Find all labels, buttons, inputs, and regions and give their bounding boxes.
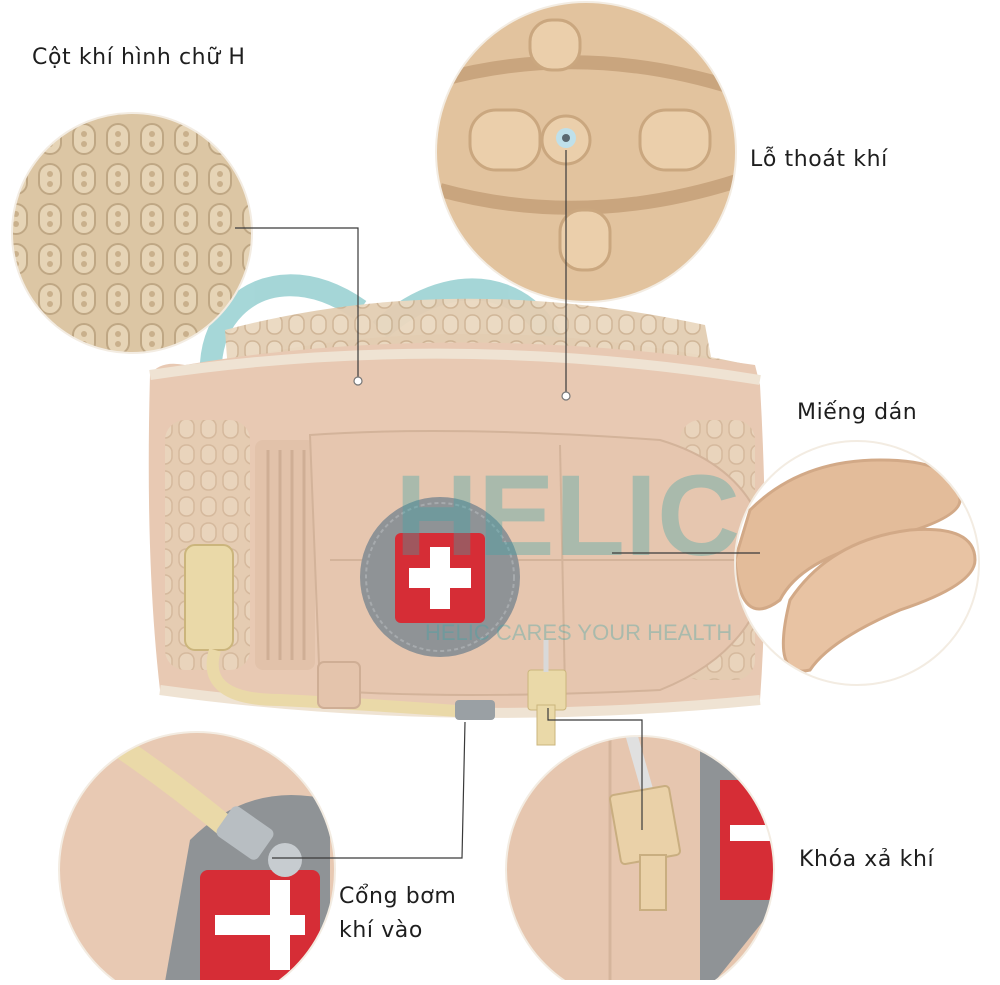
label-h-column: Cột khí hình chữ H [32,45,246,70]
label-velcro: Miếng dán [797,400,918,425]
label-air-inlet-line1: Cổng bơm [339,884,457,909]
zoom-air-inlet [59,732,335,985]
leader-lines [235,150,760,859]
zoom-velcro [735,441,979,685]
label-air-inlet: Cổng bơm khí vào [339,880,456,948]
label-vent-hole: Lỗ thoát khí [750,147,888,172]
belt [148,298,772,746]
zoom-vent-hole [436,2,736,302]
watermark-brand: HELIC [395,452,740,580]
watermark-slogan: HELIC CARES YOUR HEALTH [425,620,732,645]
label-release-valve: Khóa xả khí [799,847,935,872]
label-air-inlet-line2: khí vào [339,918,423,943]
zoom-h-columns [12,113,252,353]
zoom-release-valve [506,736,774,985]
